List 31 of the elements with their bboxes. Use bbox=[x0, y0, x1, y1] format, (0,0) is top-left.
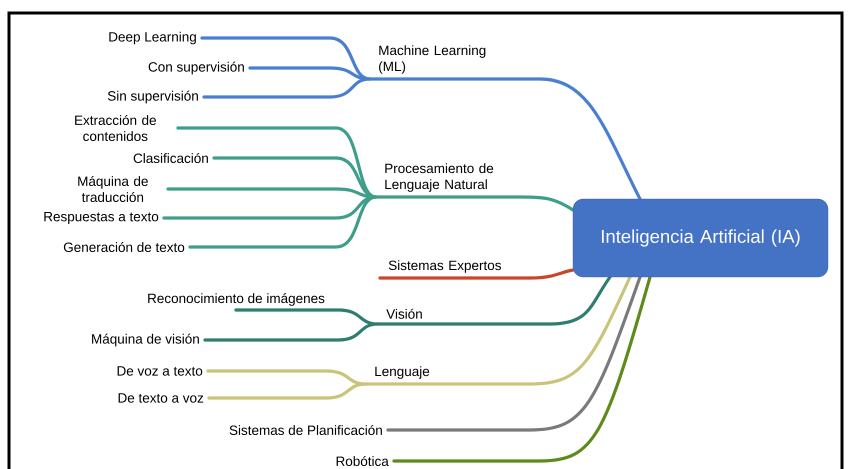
leaf-label: Sistemas de Planificación bbox=[230, 424, 382, 436]
branch-line bbox=[392, 275, 652, 463]
branch-line bbox=[386, 275, 642, 432]
leaf-label: Máquina de traducción bbox=[78, 176, 148, 202]
central-topic-box: Inteligencia Artificial (IA) bbox=[572, 198, 828, 278]
leaf-label: Con supervisión bbox=[148, 62, 244, 74]
branch-line bbox=[364, 275, 632, 386]
branch-line bbox=[207, 382, 368, 400]
leaf-label: Sin supervisión bbox=[108, 90, 198, 104]
branch-line bbox=[368, 77, 642, 201]
branch-label: Machine Learning (ML) bbox=[379, 45, 486, 74]
branch-line bbox=[378, 268, 575, 280]
branch-label: Visión bbox=[386, 308, 422, 319]
leaf-label: Clasificación bbox=[134, 152, 208, 164]
branch-line bbox=[188, 195, 378, 249]
branch-label: Procesamiento de Lenguaje Natural bbox=[385, 163, 494, 192]
leaf-label: Máquina de visión bbox=[92, 334, 199, 346]
leaf-label: Generación de texto bbox=[64, 242, 184, 252]
leaf-label: Respuestas a texto bbox=[44, 212, 158, 224]
leaf-label: Extracción de contenidos bbox=[75, 114, 156, 142]
leaf-label: De voz a texto bbox=[118, 366, 202, 376]
branch-line bbox=[374, 195, 575, 212]
branch-line bbox=[203, 322, 380, 342]
branch-label: Lenguaje bbox=[375, 366, 430, 379]
branch-line bbox=[376, 275, 612, 326]
branch-label: Sistemas Expertos bbox=[388, 260, 501, 273]
leaf-label: Reconocimiento de imágenes bbox=[148, 293, 324, 306]
leaf-label: Deep Learning bbox=[109, 32, 196, 44]
branch-line bbox=[202, 77, 372, 99]
leaf-label: Robótica bbox=[336, 456, 389, 466]
leaf-label: De texto a voz bbox=[118, 393, 204, 403]
